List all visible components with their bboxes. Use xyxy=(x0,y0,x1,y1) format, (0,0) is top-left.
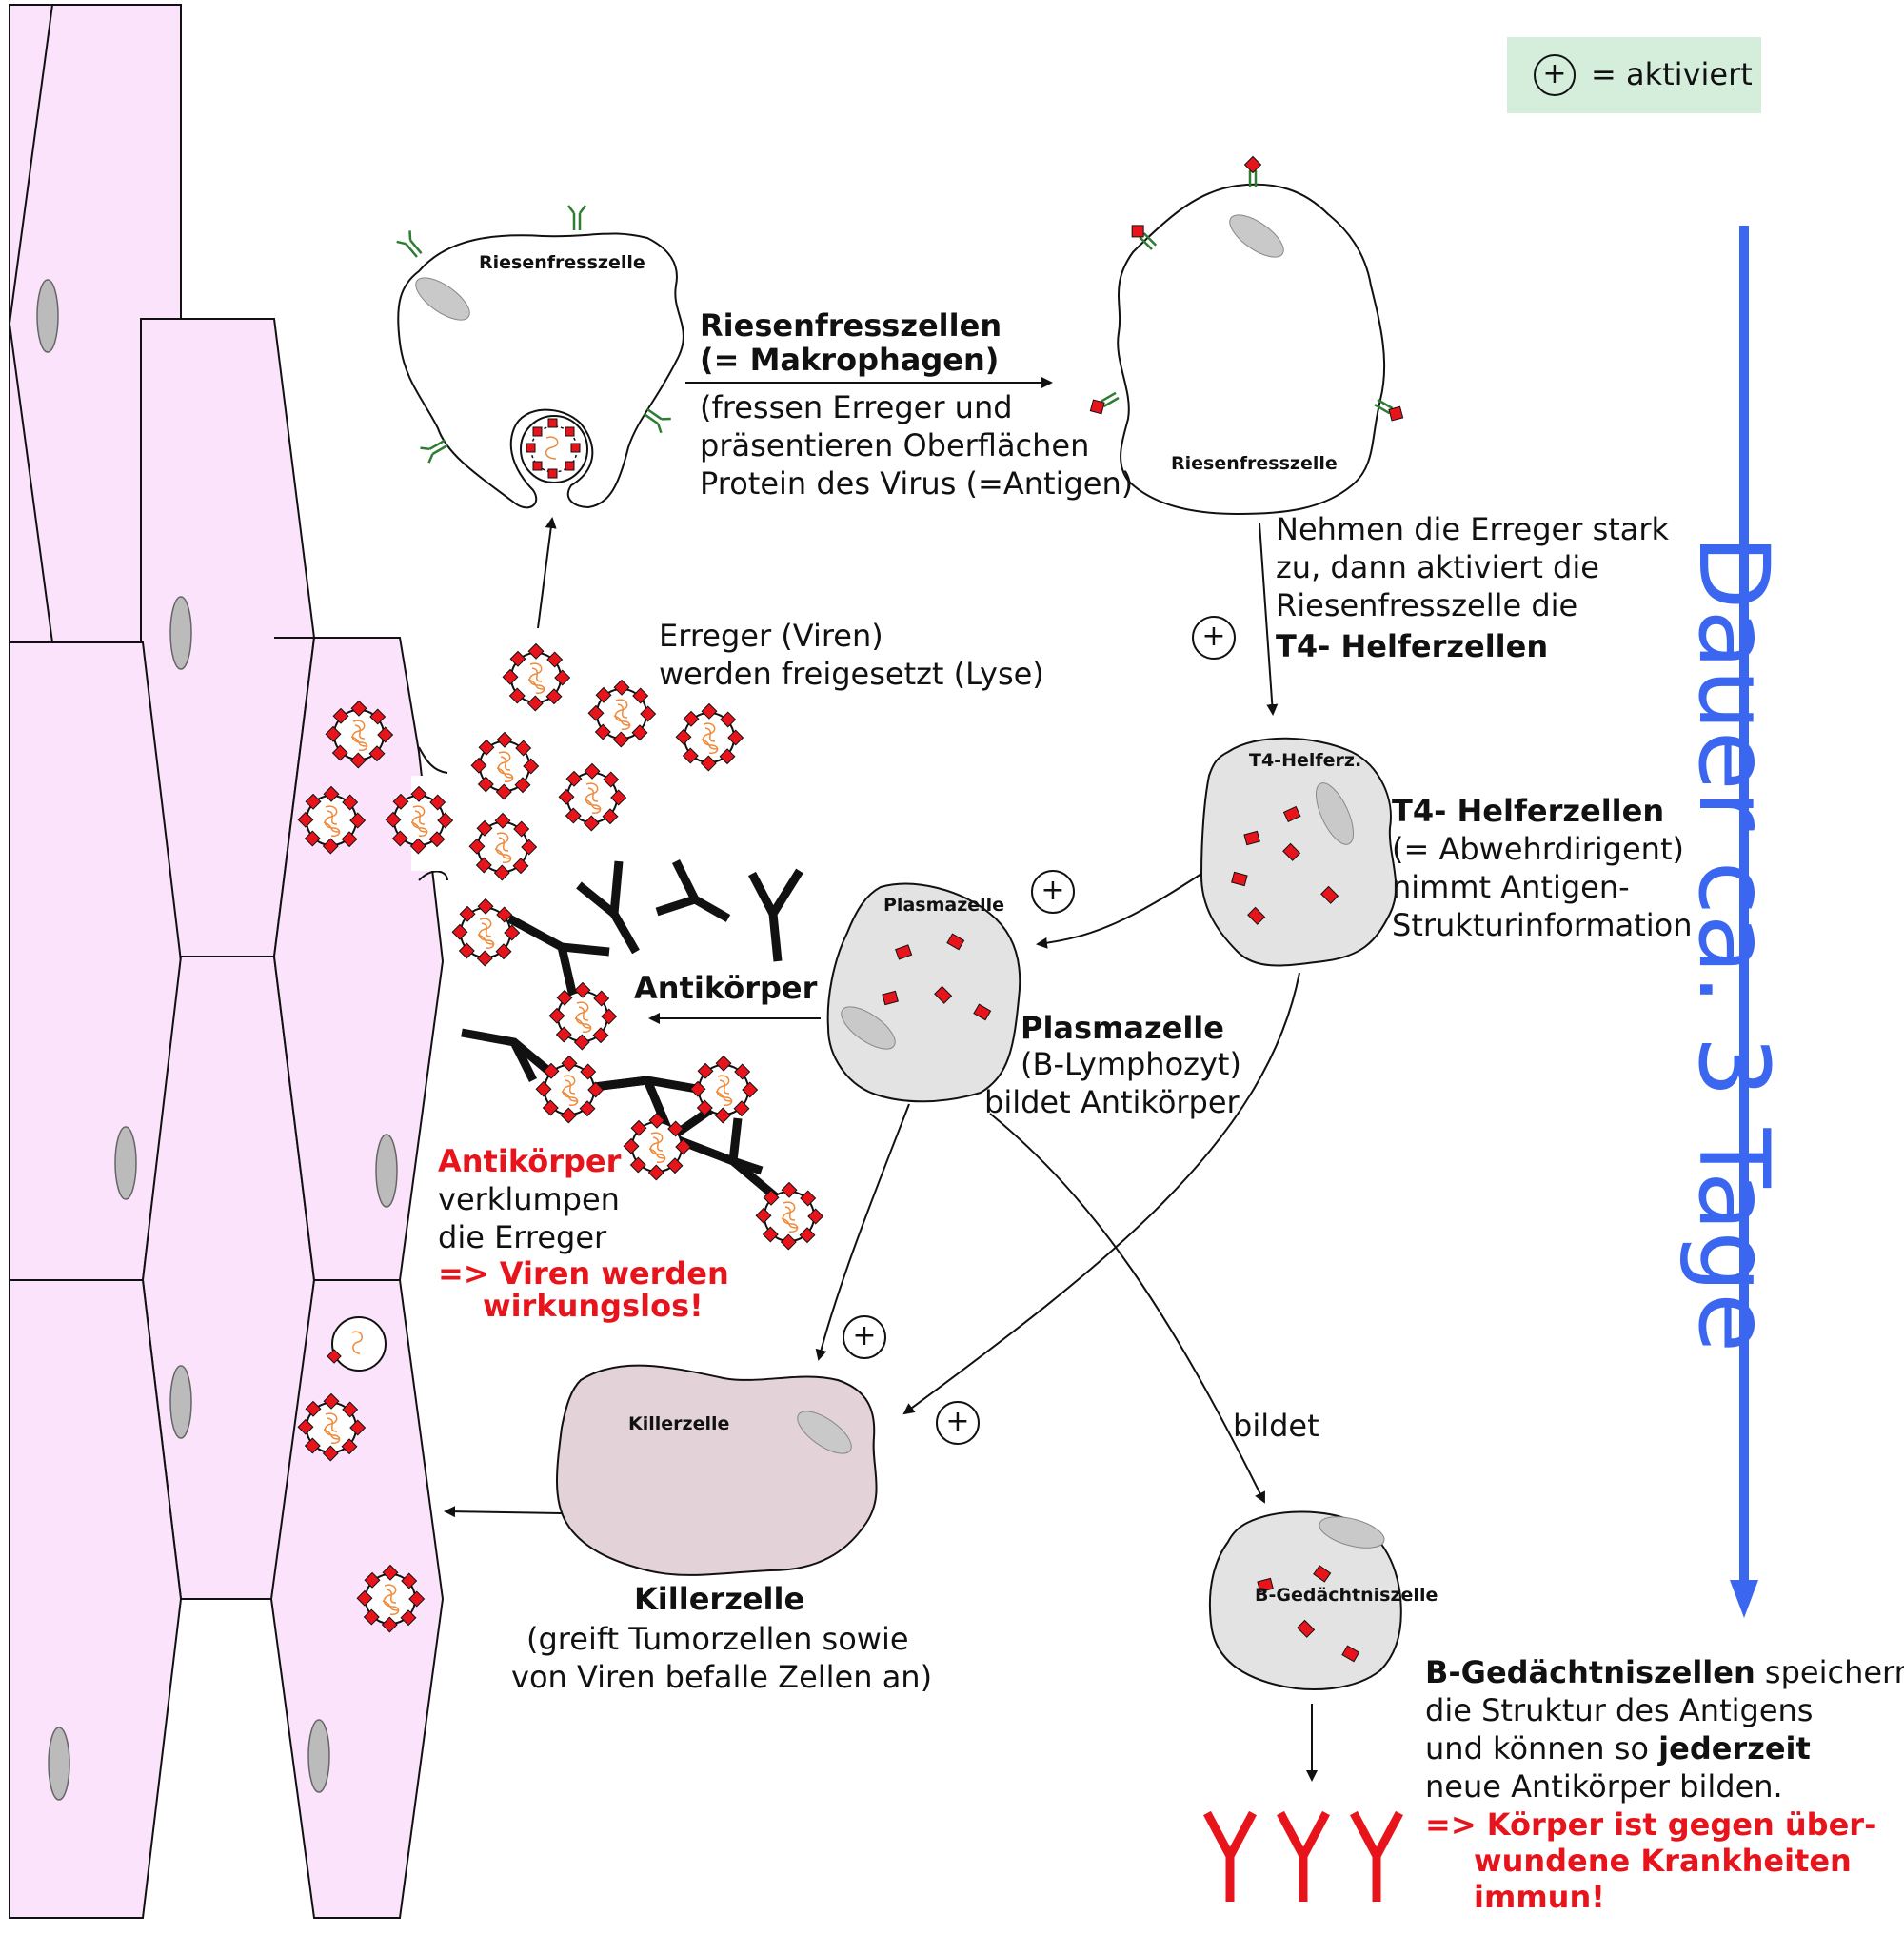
activation-2: zu, dann aktiviert die xyxy=(1276,549,1599,585)
plasma-cell-shape xyxy=(826,882,1021,1103)
legend: + = aktiviert xyxy=(1507,37,1761,113)
t4-desc-1: (= Abwehrdirigent) xyxy=(1392,831,1684,867)
memory-cell-label: B-Gedächtniszelle xyxy=(1255,1585,1438,1606)
killer-desc-1: (greift Tumorzellen sowie xyxy=(526,1621,909,1657)
tissue-nuclei xyxy=(36,279,398,1801)
t4-cell-label: T4-Helferz. xyxy=(1249,750,1362,771)
memory-title-rest: speichern xyxy=(1755,1654,1904,1690)
memory-antibodies xyxy=(1203,1810,1403,1902)
memory-line-3: und können so jederzeit xyxy=(1425,1729,1811,1768)
plus-icon: + xyxy=(1534,54,1576,96)
macrophage-title: Riesenfresszellen xyxy=(700,307,1002,344)
duration-label: Dauer ca. 3 Tage xyxy=(1676,535,1790,1352)
macrophage-left-label: Riesenfresszelle xyxy=(479,252,645,273)
arrows xyxy=(444,377,1318,1782)
activation-1: Nehmen die Erreger stark xyxy=(1276,511,1670,547)
activation-plus-icon: + xyxy=(1192,616,1236,660)
memory-line-3b: jederzeit xyxy=(1658,1730,1811,1766)
plasma-cell-label: Plasmazelle xyxy=(883,895,1005,916)
killer-plus-icon-2: + xyxy=(936,1401,980,1445)
engulfed-virus xyxy=(520,415,588,484)
t4-desc-2: nimmt Antigen- xyxy=(1392,869,1630,905)
macrophage-desc-2: präsentieren Oberflächen xyxy=(700,427,1090,464)
infected-vesicles xyxy=(297,1316,426,1633)
t4-desc-3: Strukturinformation xyxy=(1392,907,1693,943)
plasma-title: Plasmazelle xyxy=(1021,1010,1224,1046)
killer-plus-icon-1: + xyxy=(843,1315,886,1359)
plasma-desc-2: bildet Antikörper xyxy=(984,1084,1240,1120)
activation-3: Riesenfresszelle die xyxy=(1276,587,1578,623)
macrophage-desc-3: Protein des Virus (=Antigen) xyxy=(700,465,1134,502)
memory-line-1: B-Gedächtniszellen speichern xyxy=(1425,1653,1904,1692)
tissue-cell xyxy=(9,1279,183,1919)
killer-desc-2: von Viren befalle Zellen an) xyxy=(511,1659,933,1695)
memory-line-5: => Körper ist gegen über- xyxy=(1425,1806,1877,1843)
plasma-plus-icon: + xyxy=(1031,870,1075,914)
macrophage-subtitle: (= Makrophagen) xyxy=(700,342,1000,378)
memory-line-3a: und können so xyxy=(1425,1730,1659,1766)
virus-release-1: Erreger (Viren) xyxy=(659,618,883,654)
forms-label: bildet xyxy=(1233,1408,1319,1444)
activation-4: T4- Helferzellen xyxy=(1276,628,1549,664)
clump-2: verklumpen xyxy=(438,1181,620,1217)
memory-line-6: wundene Krankheiten xyxy=(1474,1843,1852,1879)
clump-1: Antikörper xyxy=(438,1143,622,1179)
t4-title: T4- Helferzellen xyxy=(1392,793,1665,829)
clump-5: wirkungslos! xyxy=(483,1288,704,1324)
duration-arrow xyxy=(1730,226,1758,1618)
antibodies-label: Antikörper xyxy=(634,970,818,1006)
tissue-cells xyxy=(8,4,445,1919)
macrophage-desc-1: (fressen Erreger und xyxy=(700,389,1013,425)
clump-3: die Erreger xyxy=(438,1219,607,1255)
killer-cell-shape xyxy=(556,1364,878,1576)
clump-4: => Viren werden xyxy=(438,1255,729,1292)
killer-title: Killerzelle xyxy=(634,1581,805,1617)
plasma-desc-1: (B-Lymphozyt) xyxy=(1021,1046,1241,1082)
memory-line-2: die Struktur des Antigens xyxy=(1425,1692,1814,1728)
virus-release-2: werden freigesetzt (Lyse) xyxy=(659,656,1044,692)
macrophage-right-shape xyxy=(1117,183,1386,516)
memory-line-7: immun! xyxy=(1474,1879,1605,1915)
macrophage-right-label: Riesenfresszelle xyxy=(1171,453,1338,474)
memory-line-4: neue Antikörper bilden. xyxy=(1425,1768,1783,1805)
killer-cell-label: Killerzelle xyxy=(628,1413,730,1434)
legend-label: = aktiviert xyxy=(1591,56,1753,92)
free-antibodies xyxy=(576,858,803,962)
memory-title: B-Gedächtniszellen xyxy=(1425,1654,1755,1690)
